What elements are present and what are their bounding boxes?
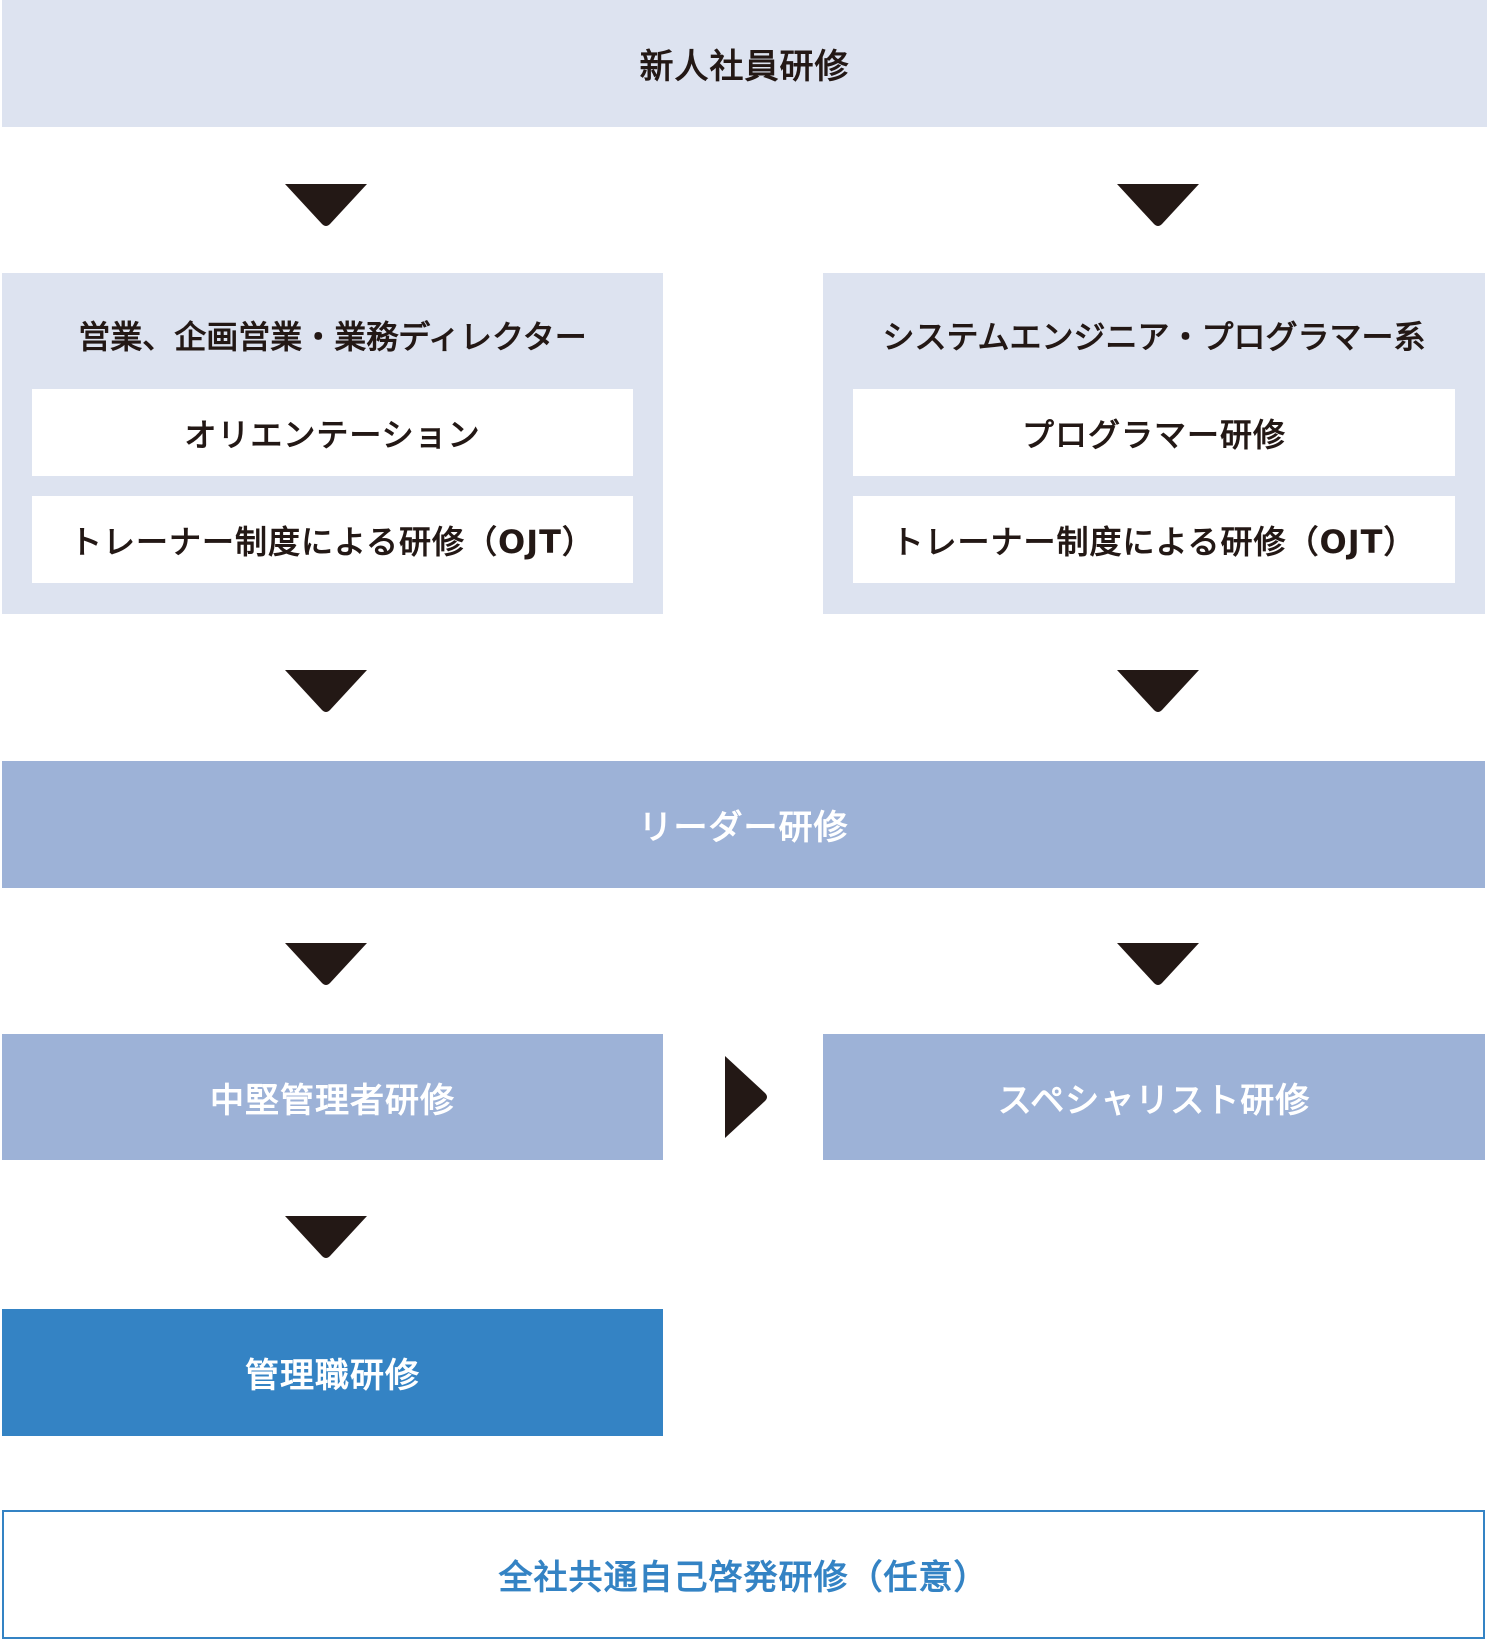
company-wide-training-box: 全社共通自己啓発研修（任意） bbox=[2, 1510, 1485, 1639]
middle-manager-training-label: 中堅管理者研修 bbox=[210, 1080, 455, 1121]
leader-training-box: リーダー研修 bbox=[2, 761, 1485, 888]
ojt-box-left: トレーナー制度による研修（OJT） bbox=[32, 496, 633, 583]
arrow-right-icon bbox=[725, 1056, 767, 1138]
new-employee-training-box: 新人社員研修 bbox=[2, 0, 1487, 127]
middle-manager-training-box: 中堅管理者研修 bbox=[2, 1034, 663, 1160]
new-employee-training-label: 新人社員研修 bbox=[639, 47, 850, 87]
company-wide-training-label: 全社共通自己啓発研修（任意） bbox=[498, 1558, 989, 1598]
ojt-box-right: トレーナー制度による研修（OJT） bbox=[853, 496, 1455, 583]
orientation-label: オリエンテーション bbox=[184, 415, 481, 454]
engineer-track-panel: システムエンジニア・プログラマー系 プログラマー研修 トレーナー制度による研修（… bbox=[823, 273, 1485, 614]
arrow-down-icon bbox=[285, 943, 367, 985]
arrow-down-icon bbox=[285, 184, 367, 226]
arrow-down-icon bbox=[285, 1216, 367, 1258]
manager-training-box: 管理職研修 bbox=[2, 1309, 663, 1436]
orientation-box: オリエンテーション bbox=[32, 389, 633, 476]
arrow-down-icon bbox=[285, 670, 367, 712]
programmer-training-box: プログラマー研修 bbox=[853, 389, 1455, 476]
ojt-label-right: トレーナー制度による研修（OJT） bbox=[891, 522, 1417, 561]
arrow-down-icon bbox=[1117, 943, 1199, 985]
ojt-label-left: トレーナー制度による研修（OJT） bbox=[70, 522, 595, 561]
specialist-training-label: スペシャリスト研修 bbox=[997, 1080, 1311, 1121]
sales-track-panel: 営業、企画営業・業務ディレクター オリエンテーション トレーナー制度による研修（… bbox=[2, 273, 663, 614]
leader-training-label: リーダー研修 bbox=[638, 808, 849, 848]
manager-training-label: 管理職研修 bbox=[245, 1356, 420, 1396]
arrow-down-icon bbox=[1117, 184, 1199, 226]
specialist-training-box: スペシャリスト研修 bbox=[823, 1034, 1485, 1160]
arrow-down-icon bbox=[1117, 670, 1199, 712]
sales-track-title: 営業、企画営業・業務ディレクター bbox=[78, 318, 587, 356]
programmer-training-label: プログラマー研修 bbox=[1021, 415, 1286, 454]
engineer-track-title: システムエンジニア・プログラマー系 bbox=[882, 318, 1426, 356]
